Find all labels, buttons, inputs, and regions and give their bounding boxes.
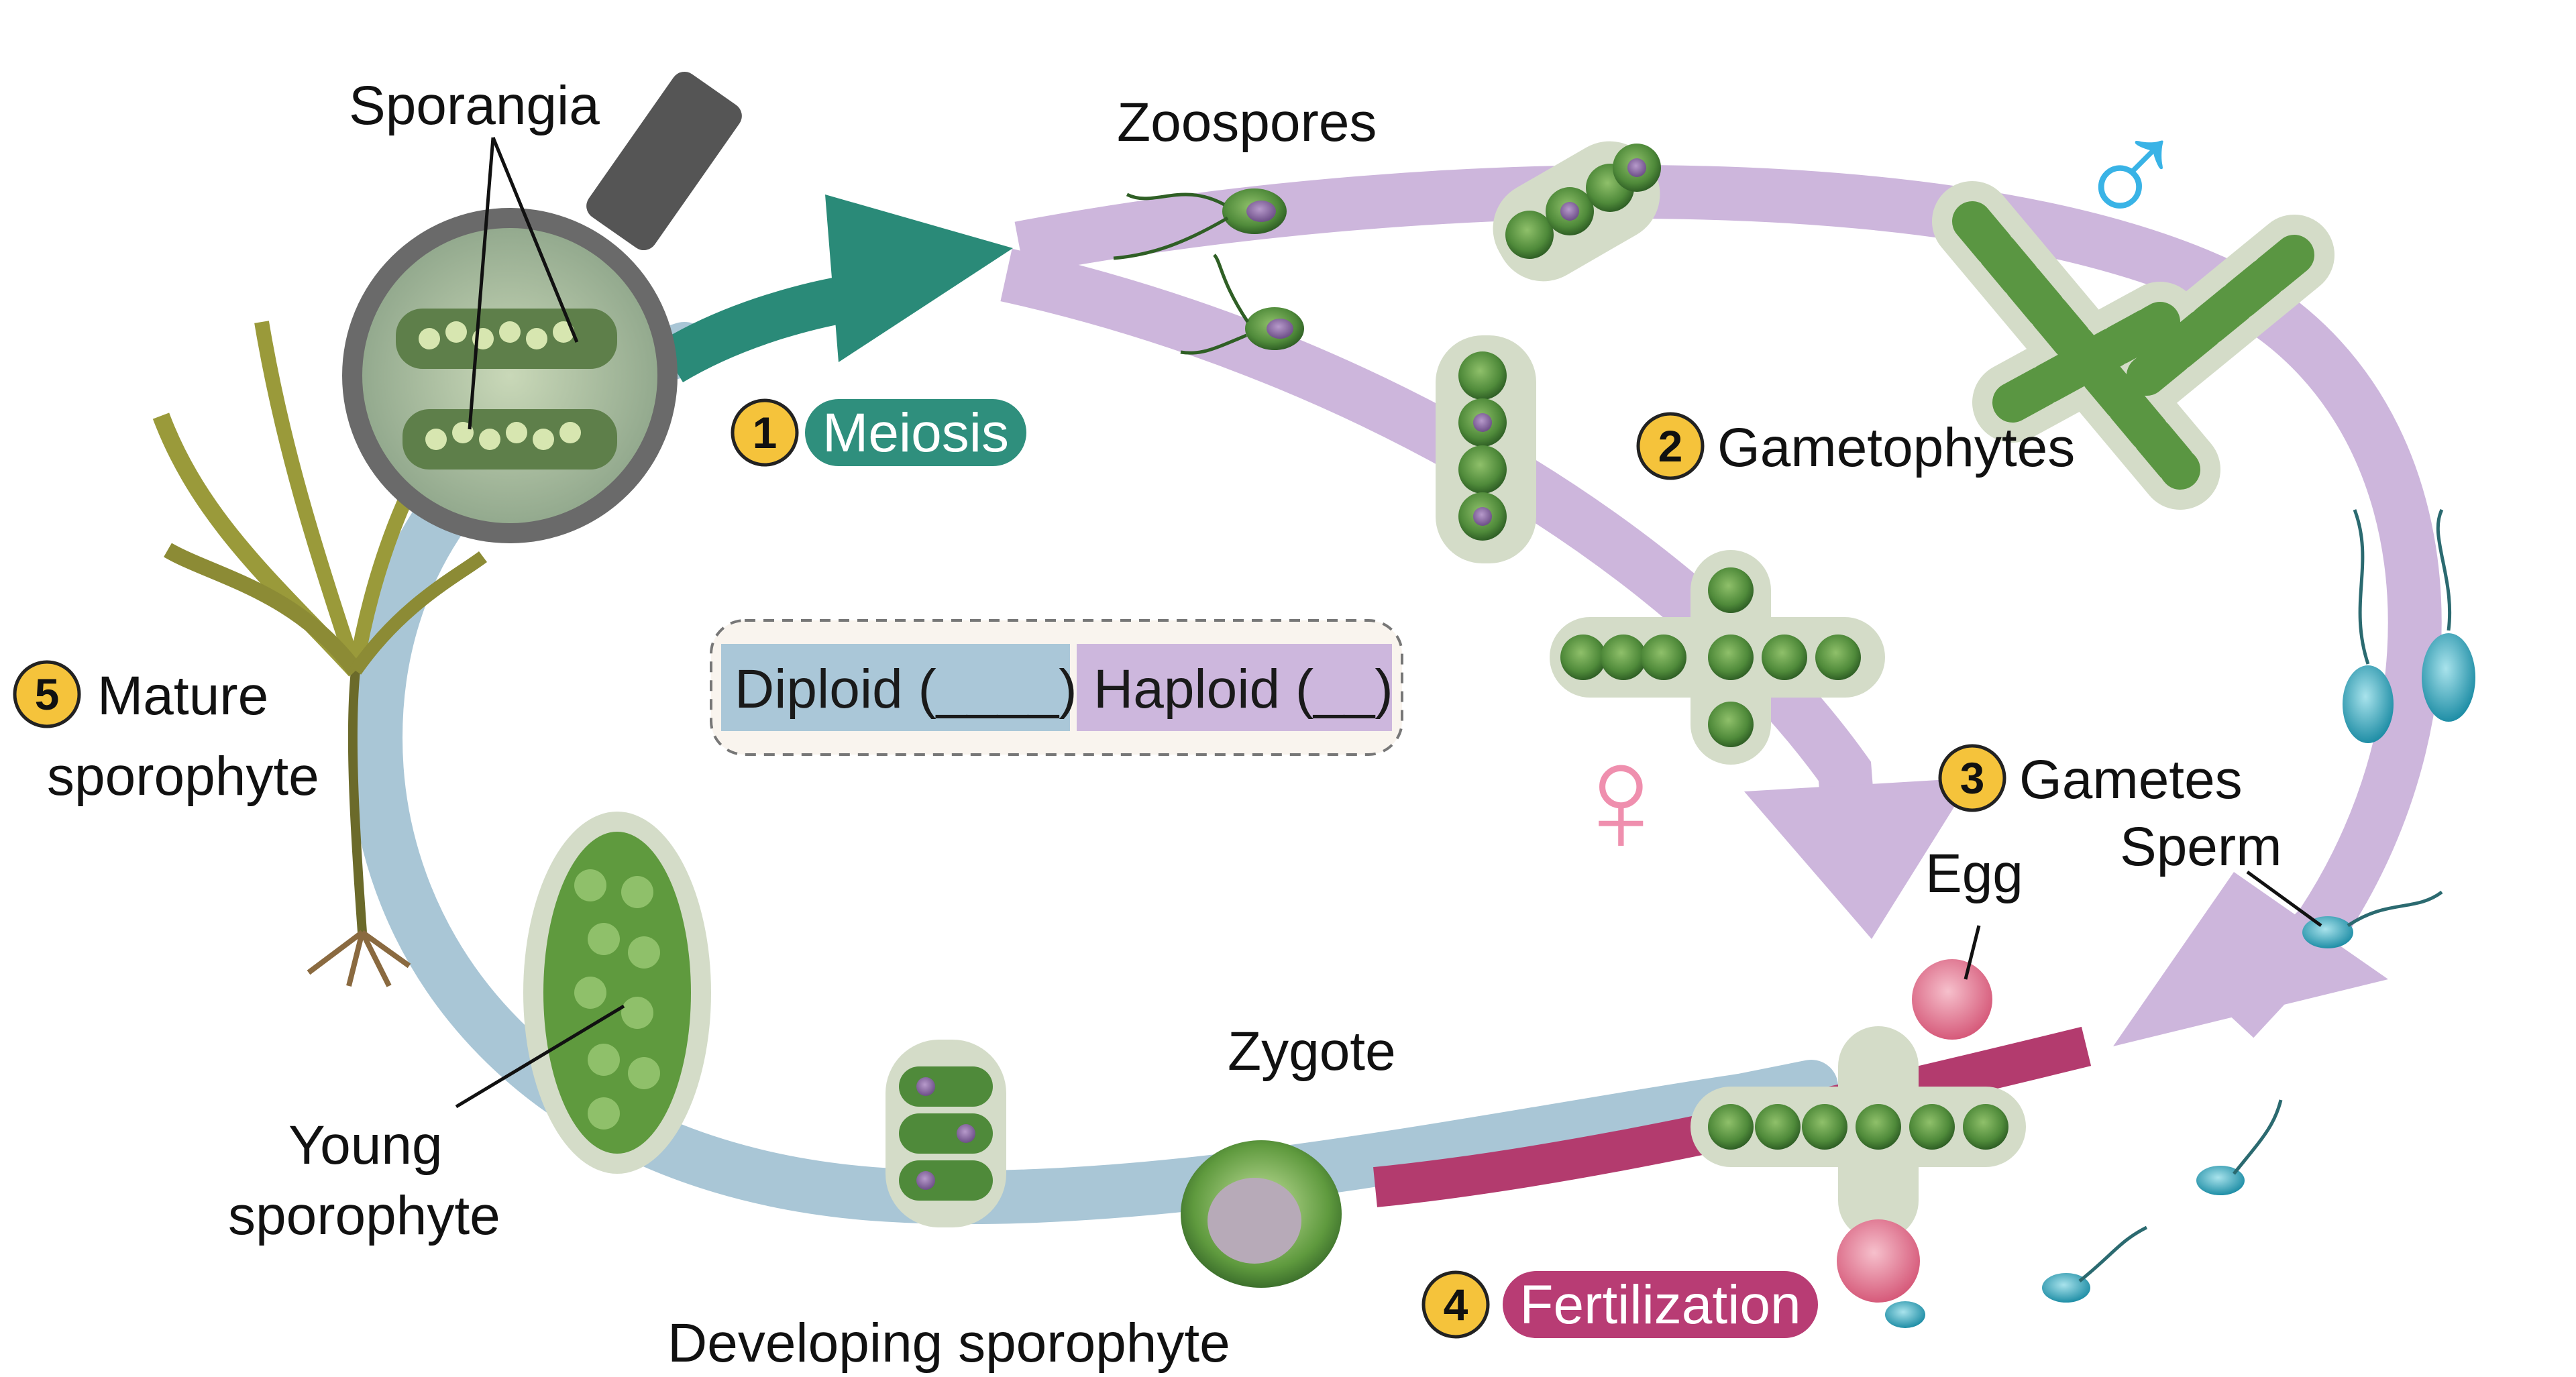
sporangia-pointer-2 xyxy=(491,137,579,343)
legend-haploid-swatch xyxy=(1077,644,1392,731)
legend-diploid-label: Diploid (____) xyxy=(735,659,1077,720)
stage-1-badge: 1 xyxy=(731,398,799,467)
developing-sporophyte-illustration xyxy=(885,1040,1006,1227)
stage-3-label: Gametes xyxy=(2019,749,2243,810)
stage-3-badge: 3 xyxy=(1938,744,2006,812)
zoospores-illustration xyxy=(1113,188,1304,355)
legend-diploid-swatch xyxy=(721,644,1070,731)
egg-label: Egg xyxy=(1925,843,2023,904)
svg-text:2: 2 xyxy=(1658,421,1683,471)
sporangia-pointer-1 xyxy=(468,137,495,430)
svg-text:3: 3 xyxy=(1960,753,1985,803)
gametophyte-middle xyxy=(1436,335,1536,563)
stage-4-badge: 4 xyxy=(1421,1270,1490,1339)
young-sporophyte-label-line2: sporophyte xyxy=(228,1185,500,1246)
svg-text:Fertilization: Fertilization xyxy=(1519,1274,1801,1335)
svg-text:Meiosis: Meiosis xyxy=(822,402,1009,463)
mature-sporophyte-label-line1: Mature xyxy=(97,665,268,726)
stage-1-pill: Meiosis xyxy=(805,399,1026,466)
legend: Diploid (____) Haploid (__) xyxy=(710,619,1403,756)
fertilization-gametophyte xyxy=(1690,925,2026,1303)
sperm-label: Sperm xyxy=(2120,816,2282,877)
magnifier-icon xyxy=(342,71,742,543)
mature-sporophyte-label-line2: sporophyte xyxy=(47,746,319,807)
zoospores-label: Zoospores xyxy=(1117,92,1377,153)
sperm-illustration xyxy=(1885,508,2475,1328)
female-gametophyte xyxy=(1550,550,1885,765)
mature-sporophyte-illustration xyxy=(152,321,487,987)
stage-2-label: Gametophytes xyxy=(1717,417,2075,478)
sporangia-label: Sporangia xyxy=(349,75,600,136)
meiosis-arrow xyxy=(659,195,1013,383)
female-symbol-icon: ♀ xyxy=(1563,712,1679,885)
male-gametophyte xyxy=(1932,181,2334,510)
legend-haploid-label: Haploid (__) xyxy=(1093,659,1393,720)
young-sporophyte-illustration xyxy=(455,812,711,1174)
stage-4-pill: Fertilization xyxy=(1503,1271,1818,1338)
gametophyte-upper xyxy=(1493,141,1661,282)
young-sporophyte-label-line1: Young xyxy=(288,1115,443,1176)
svg-text:4: 4 xyxy=(1444,1280,1468,1329)
zygote-label: Zygote xyxy=(1228,1021,1396,1082)
svg-text:1: 1 xyxy=(753,408,777,457)
svg-text:5: 5 xyxy=(35,669,60,719)
haploid-band-outer xyxy=(1014,164,2442,1046)
zygote-illustration xyxy=(1181,1140,1342,1288)
male-symbol-icon: ♂ xyxy=(2073,82,2189,254)
developing-sporophyte-label: Developing sporophyte xyxy=(667,1313,1230,1374)
stage-5-badge: 5 xyxy=(13,660,81,728)
stage-2-badge: 2 xyxy=(1636,412,1705,480)
